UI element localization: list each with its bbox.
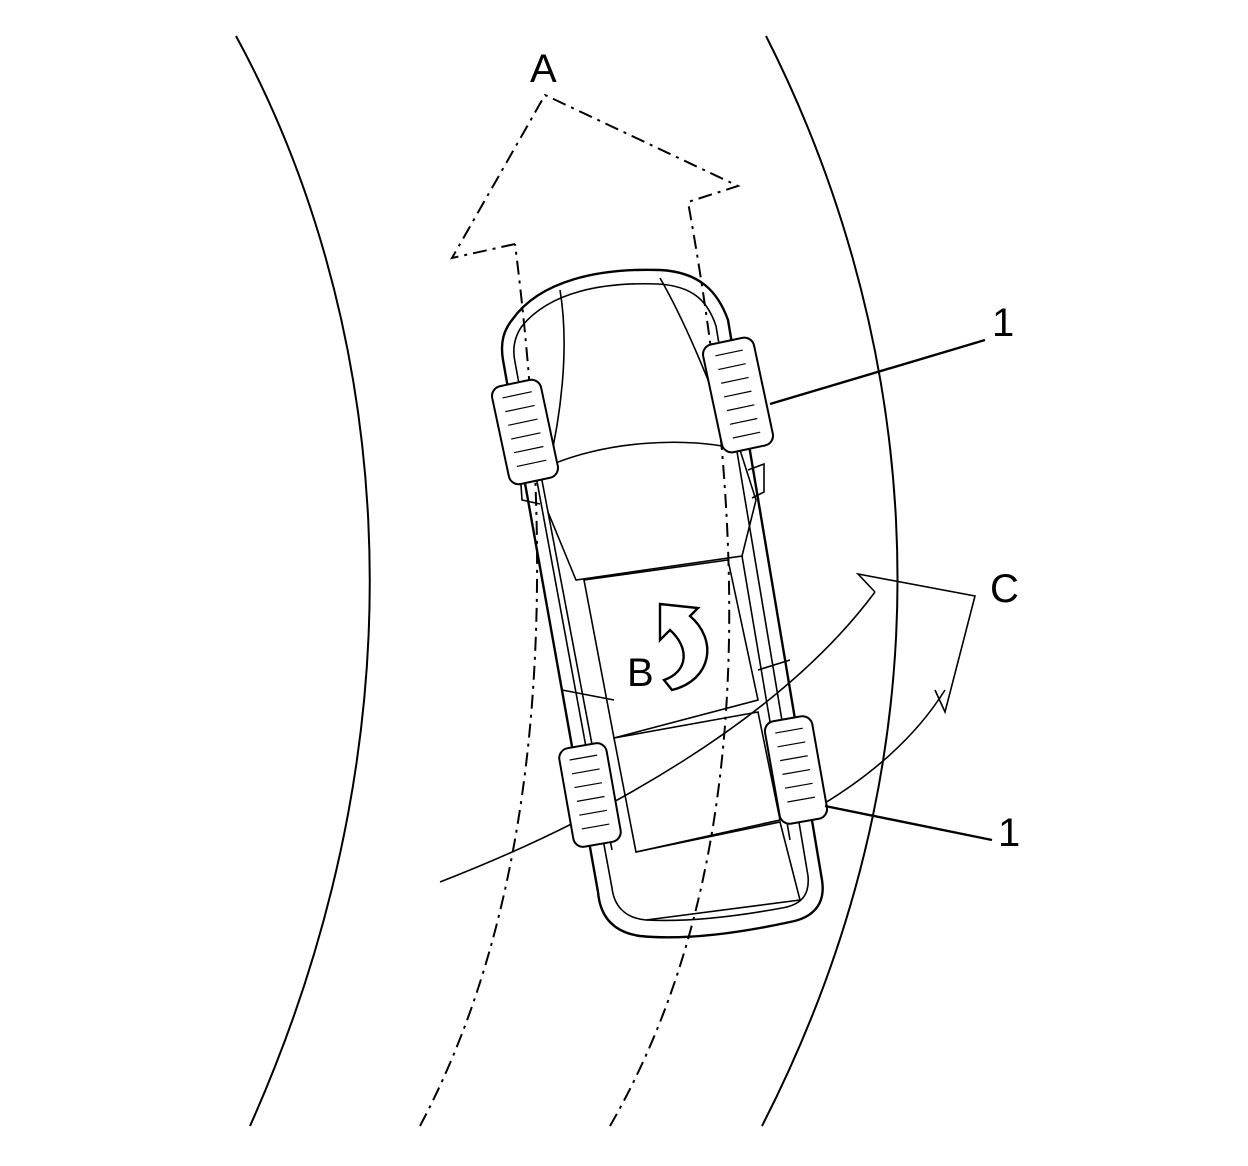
roof xyxy=(583,559,759,739)
yaw-rotation-arrow-icon xyxy=(658,602,709,692)
tire-rear-left xyxy=(558,742,622,848)
actual-path-arrow-c xyxy=(439,572,976,883)
leader-line-tire-bottom xyxy=(824,804,993,842)
tire-front-left xyxy=(491,378,559,486)
rear-window xyxy=(613,711,781,853)
windshield xyxy=(539,441,757,581)
tire-front-right xyxy=(701,336,775,454)
car-body-outline xyxy=(500,268,824,939)
label-b: B xyxy=(627,651,654,695)
tire-rear-right xyxy=(763,715,829,825)
leader-line-tire-top xyxy=(769,338,986,406)
car-top-view xyxy=(500,268,824,939)
label-c: C xyxy=(990,567,1019,611)
label-a: A xyxy=(530,47,557,91)
road-edge-left xyxy=(235,35,371,1127)
road-edge-right xyxy=(761,35,899,1127)
label-tire-top: 1 xyxy=(992,301,1014,345)
label-tire-bottom: 1 xyxy=(998,811,1020,855)
